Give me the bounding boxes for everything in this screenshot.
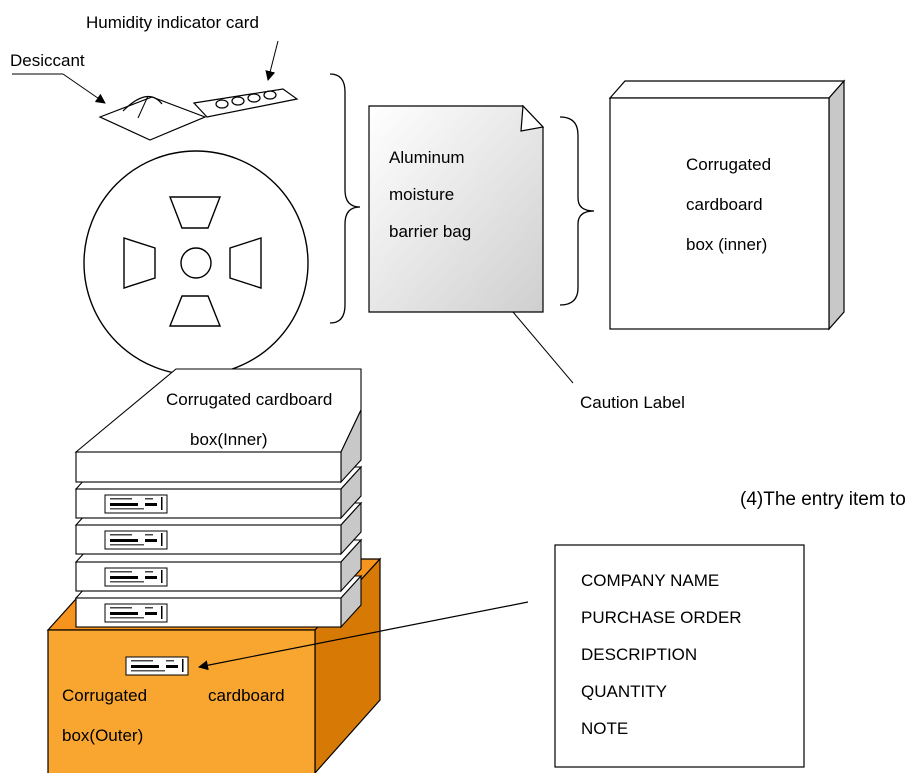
label-detail-box <box>554 544 805 768</box>
inner-box-3d <box>608 79 846 331</box>
label-field-5: NOTE <box>581 719 628 738</box>
aluminum-bag <box>368 104 545 313</box>
inner-box-line-3: box (inner) <box>686 235 767 254</box>
outer-box-shipping-label <box>125 656 189 676</box>
desiccant-pointer <box>62 73 106 104</box>
aluminum-bag-line-2: moisture <box>389 185 454 204</box>
label-detail-arrow <box>198 601 529 671</box>
outer-box-line-3: box(Outer) <box>62 726 143 745</box>
inner-box-line-1: Corrugated <box>686 155 771 174</box>
stack-inner-line-2: box(Inner) <box>190 430 267 449</box>
stack-box-2-label <box>104 530 168 550</box>
humidity-card-pointer <box>265 40 279 81</box>
outer-box-label: Corrugated cardboard box(Outer) <box>62 686 289 745</box>
humidity-card-label: Humidity indicator card <box>86 13 259 32</box>
humidity-card <box>192 88 299 118</box>
aluminum-bag-line-3: barrier bag <box>389 222 471 241</box>
label-field-2: PURCHASE ORDER <box>581 608 742 627</box>
aluminum-bag-label: Aluminum moisture barrier bag <box>389 148 471 241</box>
stack-box-3-label <box>104 567 168 587</box>
brace-right <box>559 116 595 306</box>
label-fields: COMPANY NAME PURCHASE ORDER DESCRIPTION … <box>581 571 746 738</box>
reel <box>83 150 309 376</box>
outer-box-line-2: cardboard <box>208 686 285 705</box>
label-field-3: DESCRIPTION <box>581 645 697 664</box>
stack-inner-line-1: Corrugated cardboard <box>166 390 332 409</box>
outer-box-line-1: Corrugated <box>62 686 147 705</box>
entry-item-heading: (4)The entry item to a Label <box>740 489 906 510</box>
stack-box-4-label <box>104 603 168 623</box>
stack-inner-label: Corrugated cardboard box(Inner) <box>166 390 337 449</box>
stack-box-top <box>74 368 362 484</box>
aluminum-bag-line-1: Aluminum <box>389 148 465 167</box>
inner-box-stack <box>74 368 363 629</box>
inner-box-line-2: cardboard <box>686 195 763 214</box>
brace-left <box>329 73 361 324</box>
label-field-4: QUANTITY <box>581 682 667 701</box>
desiccant-label: Desiccant <box>10 51 85 70</box>
caution-label-text: Caution Label <box>580 393 685 412</box>
inner-box-label: Corrugated cardboard box (inner) <box>686 155 776 254</box>
stack-box-1-label <box>104 494 168 514</box>
label-field-1: COMPANY NAME <box>581 571 719 590</box>
caution-label-pointer <box>512 311 574 384</box>
desiccant-packet <box>98 95 207 141</box>
